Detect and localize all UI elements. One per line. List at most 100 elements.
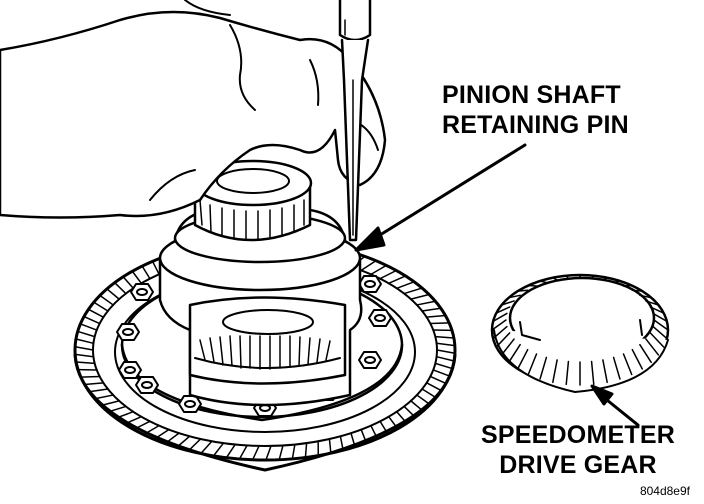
gear-tooth	[403, 405, 417, 419]
gear-tooth	[435, 355, 455, 362]
gear-tooth	[122, 276, 134, 290]
speedo-gear-tooth	[590, 274, 595, 280]
gear-tooth	[434, 335, 455, 339]
gear-tooth	[88, 388, 109, 393]
callout-line: SPEEDOMETER	[481, 421, 675, 449]
gear-tooth	[339, 435, 344, 452]
speedo-gear-tooth	[639, 343, 652, 364]
speedo-gear-tooth	[552, 276, 558, 281]
gear-tooth	[278, 444, 284, 461]
gear-tooth	[74, 353, 95, 358]
gear-tooth	[107, 405, 127, 413]
gear-tooth	[396, 410, 408, 424]
gear-tooth	[115, 410, 134, 419]
gear-tooth	[83, 382, 105, 386]
gear-tooth	[350, 432, 356, 448]
callout-line: DRIVE GEAR	[499, 451, 657, 479]
speedo-gear-tooth	[653, 319, 669, 331]
leader-arrows	[354, 143, 640, 427]
gear-tooth	[75, 338, 95, 345]
gear-tooth	[410, 293, 430, 300]
gear-tooth	[106, 288, 120, 300]
gear-tooth	[429, 375, 447, 385]
speedo-gear-tooth	[645, 300, 660, 306]
speedo-gear-tooth	[495, 332, 511, 348]
speedo-gear-tooth	[565, 360, 570, 386]
gear-tooth	[99, 294, 114, 306]
gear-tooth	[251, 445, 260, 461]
gear-tooth	[421, 307, 442, 312]
speedo-gear-tooth	[565, 274, 570, 280]
gear-tooth	[387, 415, 399, 430]
gear-tooth	[80, 375, 101, 378]
gear-tooth	[75, 361, 96, 365]
gear-tooth	[187, 438, 202, 452]
speedo-gear-tooth	[602, 276, 608, 281]
speedo-gear-tooth	[649, 332, 665, 348]
gear-tooth	[425, 314, 447, 318]
gear-tooth	[151, 260, 160, 276]
gear-tooth	[76, 330, 96, 338]
speedo-gear-tooth	[500, 300, 515, 306]
speedo-gear-tooth	[492, 312, 508, 323]
gear-tooth	[175, 435, 191, 449]
speedo-gear-tooth	[517, 289, 529, 292]
gear-tooth	[132, 420, 151, 431]
speedo-gear-tooth	[590, 360, 595, 386]
gear-tooth	[291, 443, 296, 460]
gear-tooth	[265, 445, 272, 461]
speedo-gear-tooth	[552, 359, 558, 384]
speedo-gear-tooth	[539, 280, 548, 284]
gear-tooth	[131, 270, 143, 285]
gear-tooth	[370, 424, 379, 440]
gear-tooth	[238, 444, 248, 460]
gear-tooth	[360, 259, 377, 272]
gear-tooth	[410, 400, 424, 412]
speedo-gear-tooth	[622, 353, 633, 376]
gear-tooth	[328, 438, 332, 454]
gear-tooth	[93, 301, 109, 312]
gear-tooth	[74, 345, 94, 351]
gear-tooth	[435, 342, 456, 347]
gear-tooth	[370, 264, 388, 276]
speedo-gear-tooth	[649, 306, 665, 314]
speedo-gear-tooth	[602, 359, 608, 384]
speedo-gear-tooth	[612, 356, 621, 380]
speedo-gear-tooth	[622, 284, 633, 287]
gear-tooth	[93, 394, 114, 400]
gear-tooth	[79, 323, 98, 331]
speedo-gear-tooth	[652, 312, 668, 323]
gear-tooth	[416, 394, 431, 406]
gear-tooth	[434, 362, 454, 370]
callout-pinion-shaft-retaining-pin: PINION SHAFT RETAINING PIN	[442, 80, 629, 140]
callout-line: PINION SHAFT	[442, 81, 621, 109]
speedo-gear-tooth	[492, 325, 508, 340]
gear-tooth	[100, 400, 120, 407]
gear-tooth	[153, 428, 170, 441]
gear-tooth	[225, 443, 236, 459]
speedo-gear-tooth	[508, 294, 521, 299]
punch-tool	[338, 0, 372, 242]
gear-tooth	[142, 424, 160, 436]
callout-speedometer-drive-gear: SPEEDOMETER DRIVE GEAR	[468, 420, 688, 480]
speedometer-gear-ring	[490, 273, 670, 393]
speedo-gear-tooth	[527, 353, 538, 376]
gear-tooth	[304, 442, 308, 459]
speedo-gear-tooth	[639, 294, 652, 299]
hand	[0, 0, 387, 219]
gear-tooth	[403, 287, 423, 295]
gear-tooth	[432, 369, 451, 377]
gear-tooth	[396, 281, 415, 290]
gear-tooth	[113, 281, 127, 295]
speedo-gear-tooth	[517, 348, 529, 370]
speedo-gear-tooth	[491, 319, 507, 331]
gear-tooth	[87, 308, 105, 318]
gear-tooth	[387, 275, 407, 285]
gear-tooth	[379, 420, 389, 435]
gear-tooth	[436, 349, 456, 355]
speedo-gear-tooth	[495, 306, 511, 314]
gear-tooth	[425, 382, 443, 392]
speedo-gear-tooth	[508, 343, 521, 364]
